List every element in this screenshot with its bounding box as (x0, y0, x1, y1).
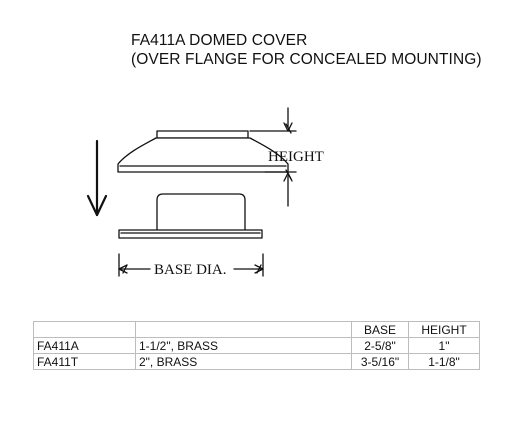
down-arrow-icon (86, 139, 108, 217)
description-cell: 2", BRASS (135, 353, 352, 370)
model-cell: FA411A (33, 337, 136, 354)
table-header-row: BASE HEIGHT (33, 321, 480, 338)
base-cell: 2-5/8" (351, 337, 409, 354)
spec-table: BASE HEIGHT FA411A 1-1/2", BRASS 2-5/8" … (33, 321, 480, 370)
title-line: FA411A DOMED COVER (131, 32, 308, 49)
table-row: FA411T 2", BRASS 3-5/16" 1-1/8" (33, 353, 480, 370)
base-dia-label: BASE DIA. (154, 262, 227, 278)
height-cell: 1-1/8" (408, 353, 480, 370)
height-dimension-lines (249, 107, 297, 207)
table-row: FA411A 1-1/2", BRASS 2-5/8" 1" (33, 337, 480, 354)
base-cell: 3-5/16" (351, 353, 409, 370)
base-dia-dimension-lines (118, 253, 264, 277)
height-cell: 1" (408, 337, 480, 354)
column-header-description (135, 321, 352, 338)
height-label: HEIGHT (268, 149, 324, 165)
flange-shape (118, 193, 263, 239)
column-header-base: BASE (351, 321, 409, 338)
column-header-model (33, 321, 136, 338)
domed-cover-shape (117, 130, 289, 173)
description-cell: 1-1/2", BRASS (135, 337, 352, 354)
model-cell: FA411T (33, 353, 136, 370)
column-header-height: HEIGHT (408, 321, 480, 338)
subtitle-line: (OVER FLANGE FOR CONCEALED MOUNTING) (131, 51, 482, 68)
diagram-title: FA411A DOMED COVER (OVER FLANGE FOR CONC… (131, 31, 482, 69)
